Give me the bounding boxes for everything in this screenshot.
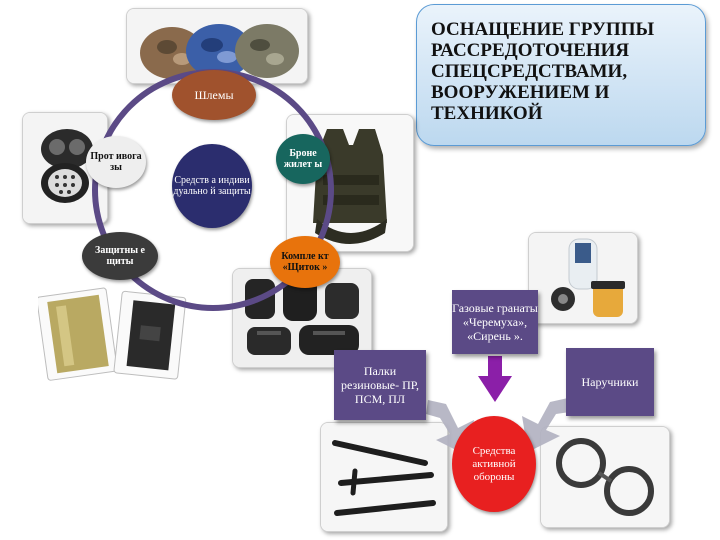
active-defense-node: Средства активной обороны	[452, 416, 536, 512]
slide-title: ОСНАЩЕНИЕ ГРУППЫ РАССРЕДОТОЧЕНИЯ СПЕЦСРЕ…	[431, 19, 655, 124]
body-armor-node: Броне жилет ы	[276, 134, 330, 184]
center-label: Средств а индиви дуально й защиты	[173, 175, 251, 197]
batons-box: Палки резиновые- ПР, ПСМ, ПЛ	[334, 350, 426, 420]
grenades-photo	[528, 232, 638, 324]
batons-label: Палки резиновые- ПР, ПСМ, ПЛ	[341, 364, 419, 406]
body-armor-label: Броне жилет ы	[283, 148, 323, 170]
active-defense-label: Средства активной обороны	[472, 444, 516, 483]
helmets-label: Шлемы	[194, 87, 234, 102]
grenades-label: Газовые гранаты «Черемуха», «Сирень ».	[452, 301, 538, 343]
gas-masks-label: Прот ивога зы	[90, 151, 142, 173]
shields-node: Защитны е щиты	[82, 232, 158, 280]
batons-photo	[320, 422, 448, 532]
shchitok-kit-label: Компле кт «Щиток »	[281, 251, 329, 273]
shchitok-kit-node: Компле кт «Щиток »	[270, 236, 340, 288]
handcuffs-photo	[540, 426, 670, 528]
shields-photo	[38, 284, 188, 384]
helmets-node: Шлемы	[172, 70, 256, 120]
gas-masks-node: Прот ивога зы	[86, 136, 146, 188]
shields-label: Защитны е щиты	[95, 245, 145, 267]
title-box: ОСНАЩЕНИЕ ГРУППЫ РАССРЕДОТОЧЕНИЯ СПЕЦСРЕ…	[416, 4, 706, 146]
grenades-box: Газовые гранаты «Черемуха», «Сирень ».	[452, 290, 538, 354]
handcuffs-box: Наручники	[566, 348, 654, 416]
center-node: Средств а индиви дуально й защиты	[172, 144, 252, 228]
handcuffs-label: Наручники	[581, 375, 639, 389]
